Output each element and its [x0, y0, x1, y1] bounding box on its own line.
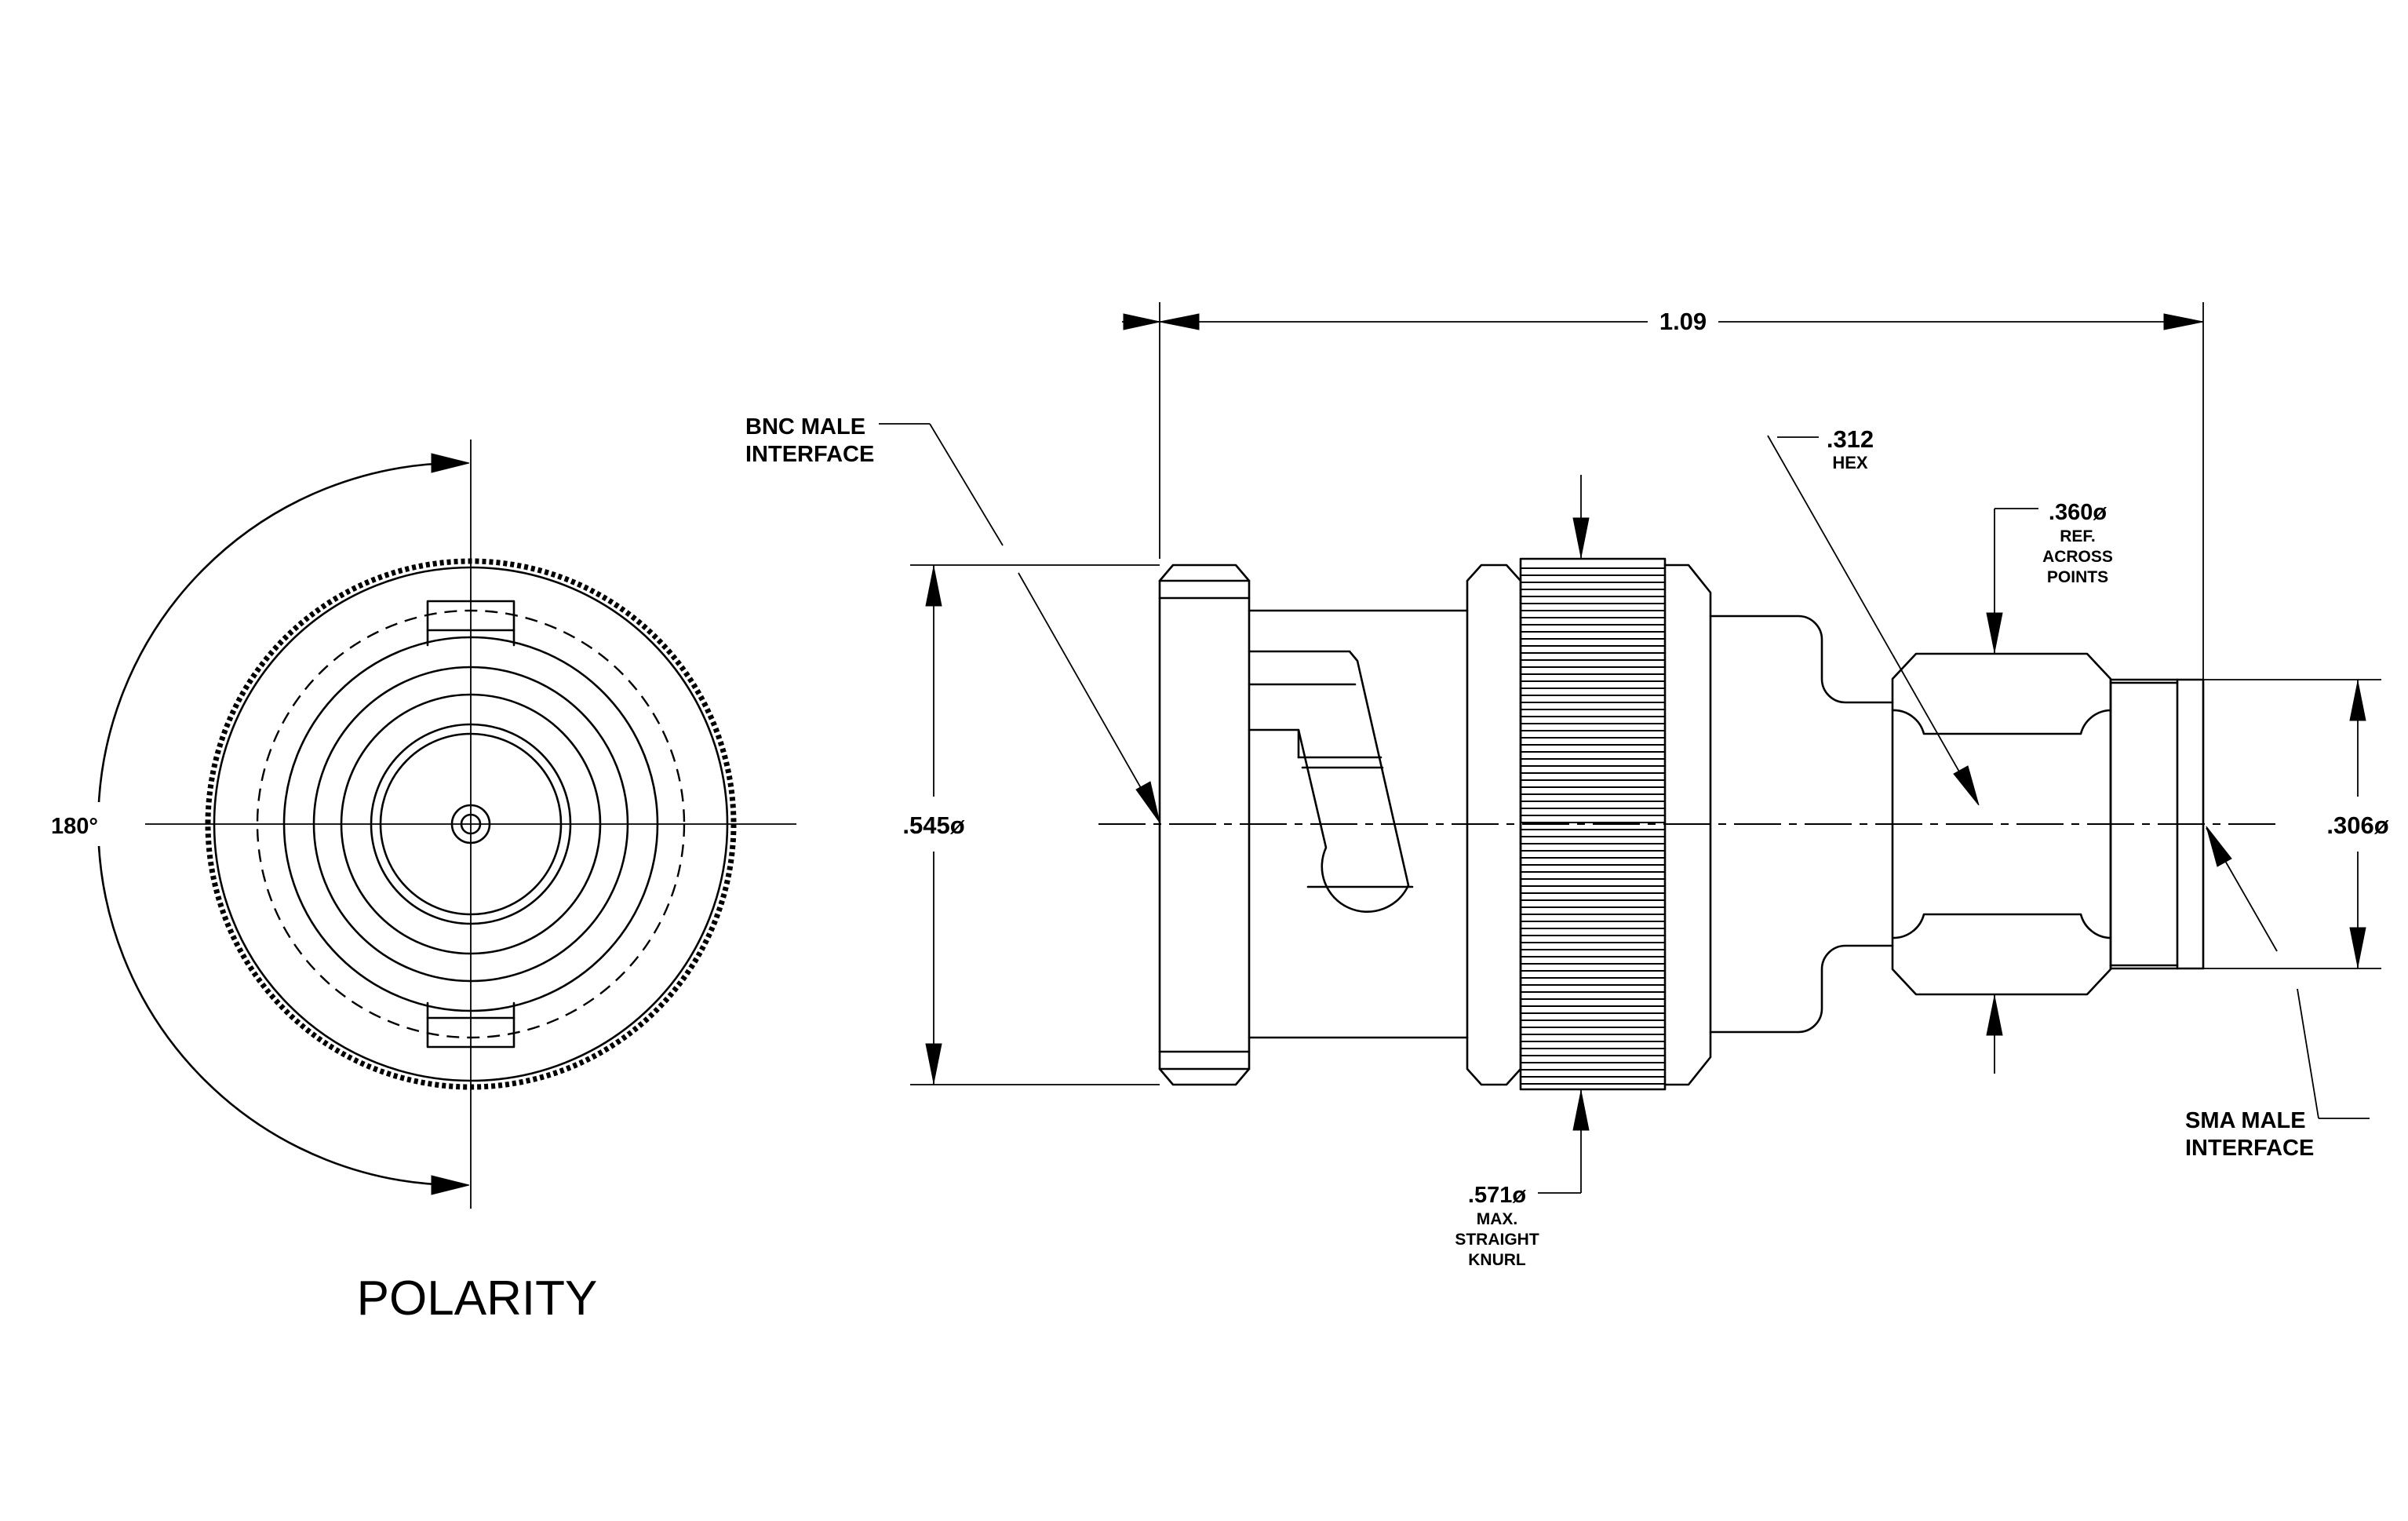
bnc-label-line2: INTERFACE: [745, 442, 874, 467]
arrow-icon: [1572, 517, 1590, 558]
knurl-pattern: [1521, 567, 1665, 1085]
angle-label: 180°: [51, 814, 98, 839]
knurl-ring-icon: [205, 558, 737, 1090]
across-points-dimension: .360ø: [2049, 500, 2107, 525]
arrow-icon: [1572, 1090, 1590, 1131]
arrow-icon: [925, 1043, 942, 1084]
polarity-title: POLARITY: [357, 1271, 598, 1326]
sma-body: [2109, 678, 2205, 970]
knurl-dimension: .571ø: [1468, 1183, 1526, 1208]
across-line3: POINTS: [2047, 568, 2108, 586]
hidden-circle: [256, 609, 686, 1039]
side-view: [879, 302, 2381, 1194]
j-slot: [1248, 650, 1410, 913]
hex-nut: [1891, 652, 2112, 996]
arrow-icon: [1135, 781, 1160, 823]
arrow-icon: [2349, 680, 2366, 721]
arrow-icon: [1986, 995, 2003, 1036]
arrow-icon: [431, 453, 470, 473]
arrow-icon: [431, 1175, 470, 1195]
arrow-icon: [1953, 765, 1980, 806]
arrow-icon: [1159, 313, 1200, 330]
arrow-icon: [1986, 612, 2003, 653]
length-dimension: 1.09: [1659, 308, 1707, 335]
top-lug: [426, 600, 515, 647]
bottom-lug: [426, 1001, 515, 1049]
arrow-icon: [2349, 927, 2366, 968]
arrow-icon: [2163, 313, 2204, 330]
across-line2: ACROSS: [2042, 548, 2113, 566]
across-line1: REF.: [2060, 527, 2096, 545]
hex-dimension: .312: [1827, 425, 1874, 453]
arrow-icon: [925, 566, 942, 607]
front-view: [31, 440, 796, 1209]
sma-label-line1: SMA MALE: [2185, 1108, 2306, 1133]
hex-unit: HEX: [1832, 453, 1868, 472]
bnc-label-line1: BNC MALE: [745, 414, 865, 440]
sma-diameter: .306ø: [2326, 812, 2388, 839]
labels: BNC MALE INTERFACE 1.09 .312 HEX .360ø R…: [51, 308, 2389, 1326]
arrow-icon: [1123, 313, 1160, 330]
knurl-nut: [1519, 557, 1667, 1091]
bnc-bayonet-ring: [1158, 564, 1251, 1086]
arrow-icon: [2206, 826, 2232, 867]
knurl-line2: STRAIGHT: [1455, 1231, 1539, 1249]
knurl-line1: MAX.: [1477, 1210, 1518, 1228]
bnc-diameter: .545ø: [902, 812, 964, 839]
knurl-line3: KNURL: [1468, 1251, 1526, 1269]
sma-label-line2: INTERFACE: [2185, 1136, 2314, 1161]
